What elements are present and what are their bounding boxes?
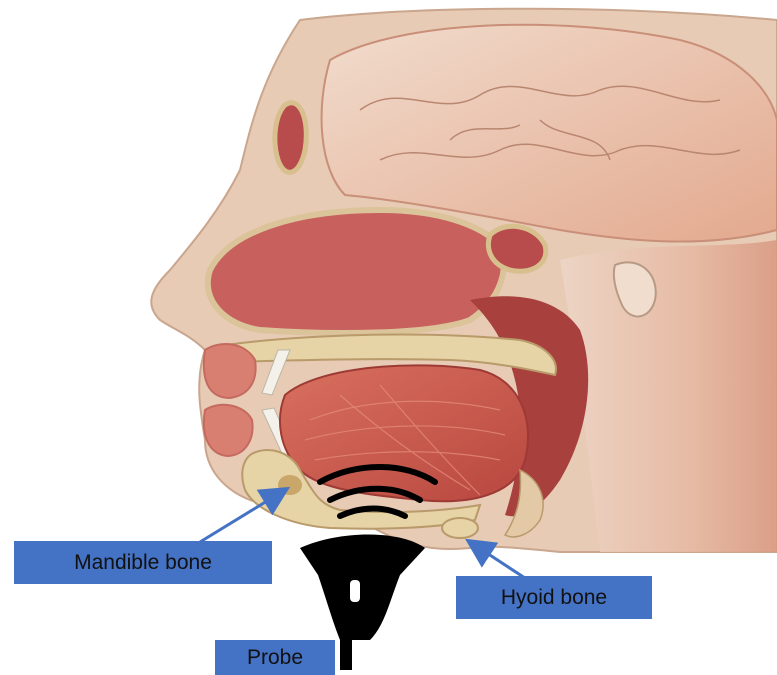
sphenoid-sinus xyxy=(488,226,545,271)
hyoid xyxy=(442,518,478,538)
hyoid-bone-label: Hyoid bone xyxy=(456,576,652,619)
ultrasound-probe xyxy=(300,535,425,641)
probe-window xyxy=(350,580,360,602)
mandible-bone-label: Mandible bone xyxy=(14,541,272,584)
probe-label: Probe xyxy=(215,640,335,675)
tongue xyxy=(280,365,528,501)
probe-cable xyxy=(340,638,352,670)
mandible-arrow xyxy=(200,490,285,542)
upper-lip xyxy=(204,344,256,398)
frontal-sinus xyxy=(275,103,306,173)
lower-lip xyxy=(204,405,253,456)
